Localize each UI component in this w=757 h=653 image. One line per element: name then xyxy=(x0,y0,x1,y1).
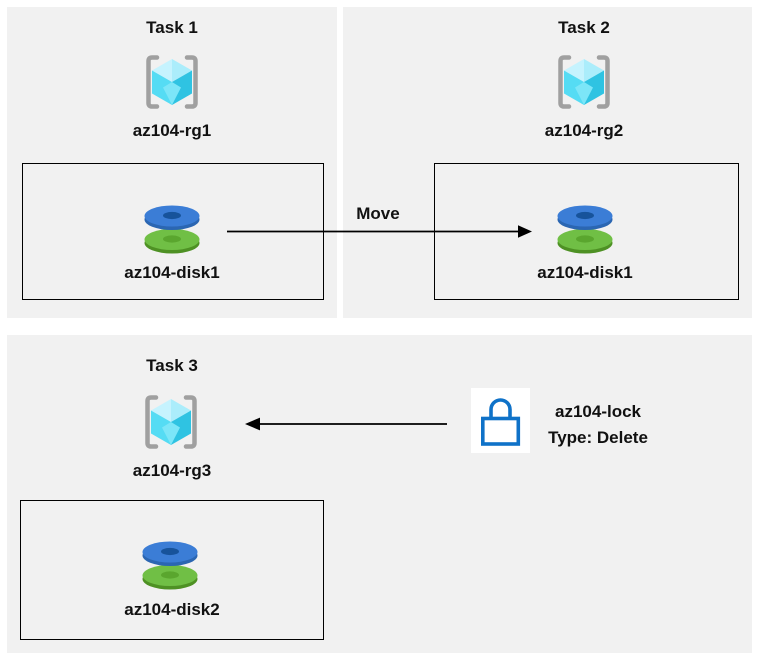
task3-disk-box xyxy=(20,500,324,640)
disk-icon xyxy=(142,538,198,590)
resource-group-icon xyxy=(557,53,611,111)
lock-type-label: Type: Delete xyxy=(548,428,648,447)
panel-task1 xyxy=(7,7,337,318)
resource-group-icon xyxy=(144,393,198,451)
task1-title: Task 1 xyxy=(146,18,198,37)
task3-title: Task 3 xyxy=(146,356,198,375)
disk-icon xyxy=(557,202,613,254)
resource-group-icon xyxy=(145,53,199,111)
lock-text-block: az104-lock Type: Delete xyxy=(518,399,678,451)
panel-task2 xyxy=(343,7,752,318)
panel-task3 xyxy=(7,335,752,653)
disk-label-task2: az104-disk1 xyxy=(537,263,633,282)
lock-name-label: az104-lock xyxy=(555,402,641,421)
lock-tile xyxy=(471,388,530,453)
disk-label-task3: az104-disk2 xyxy=(124,600,220,619)
task2-title: Task 2 xyxy=(558,18,610,37)
disk-icon xyxy=(144,202,200,254)
resource-group-label-rg2: az104-rg2 xyxy=(544,121,624,140)
disk-label-task1: az104-disk1 xyxy=(124,263,220,282)
move-arrow-label: Move xyxy=(356,204,400,223)
resource-group-label-rg3: az104-rg3 xyxy=(132,461,212,480)
resource-group-label-rg1: az104-rg1 xyxy=(132,121,212,140)
